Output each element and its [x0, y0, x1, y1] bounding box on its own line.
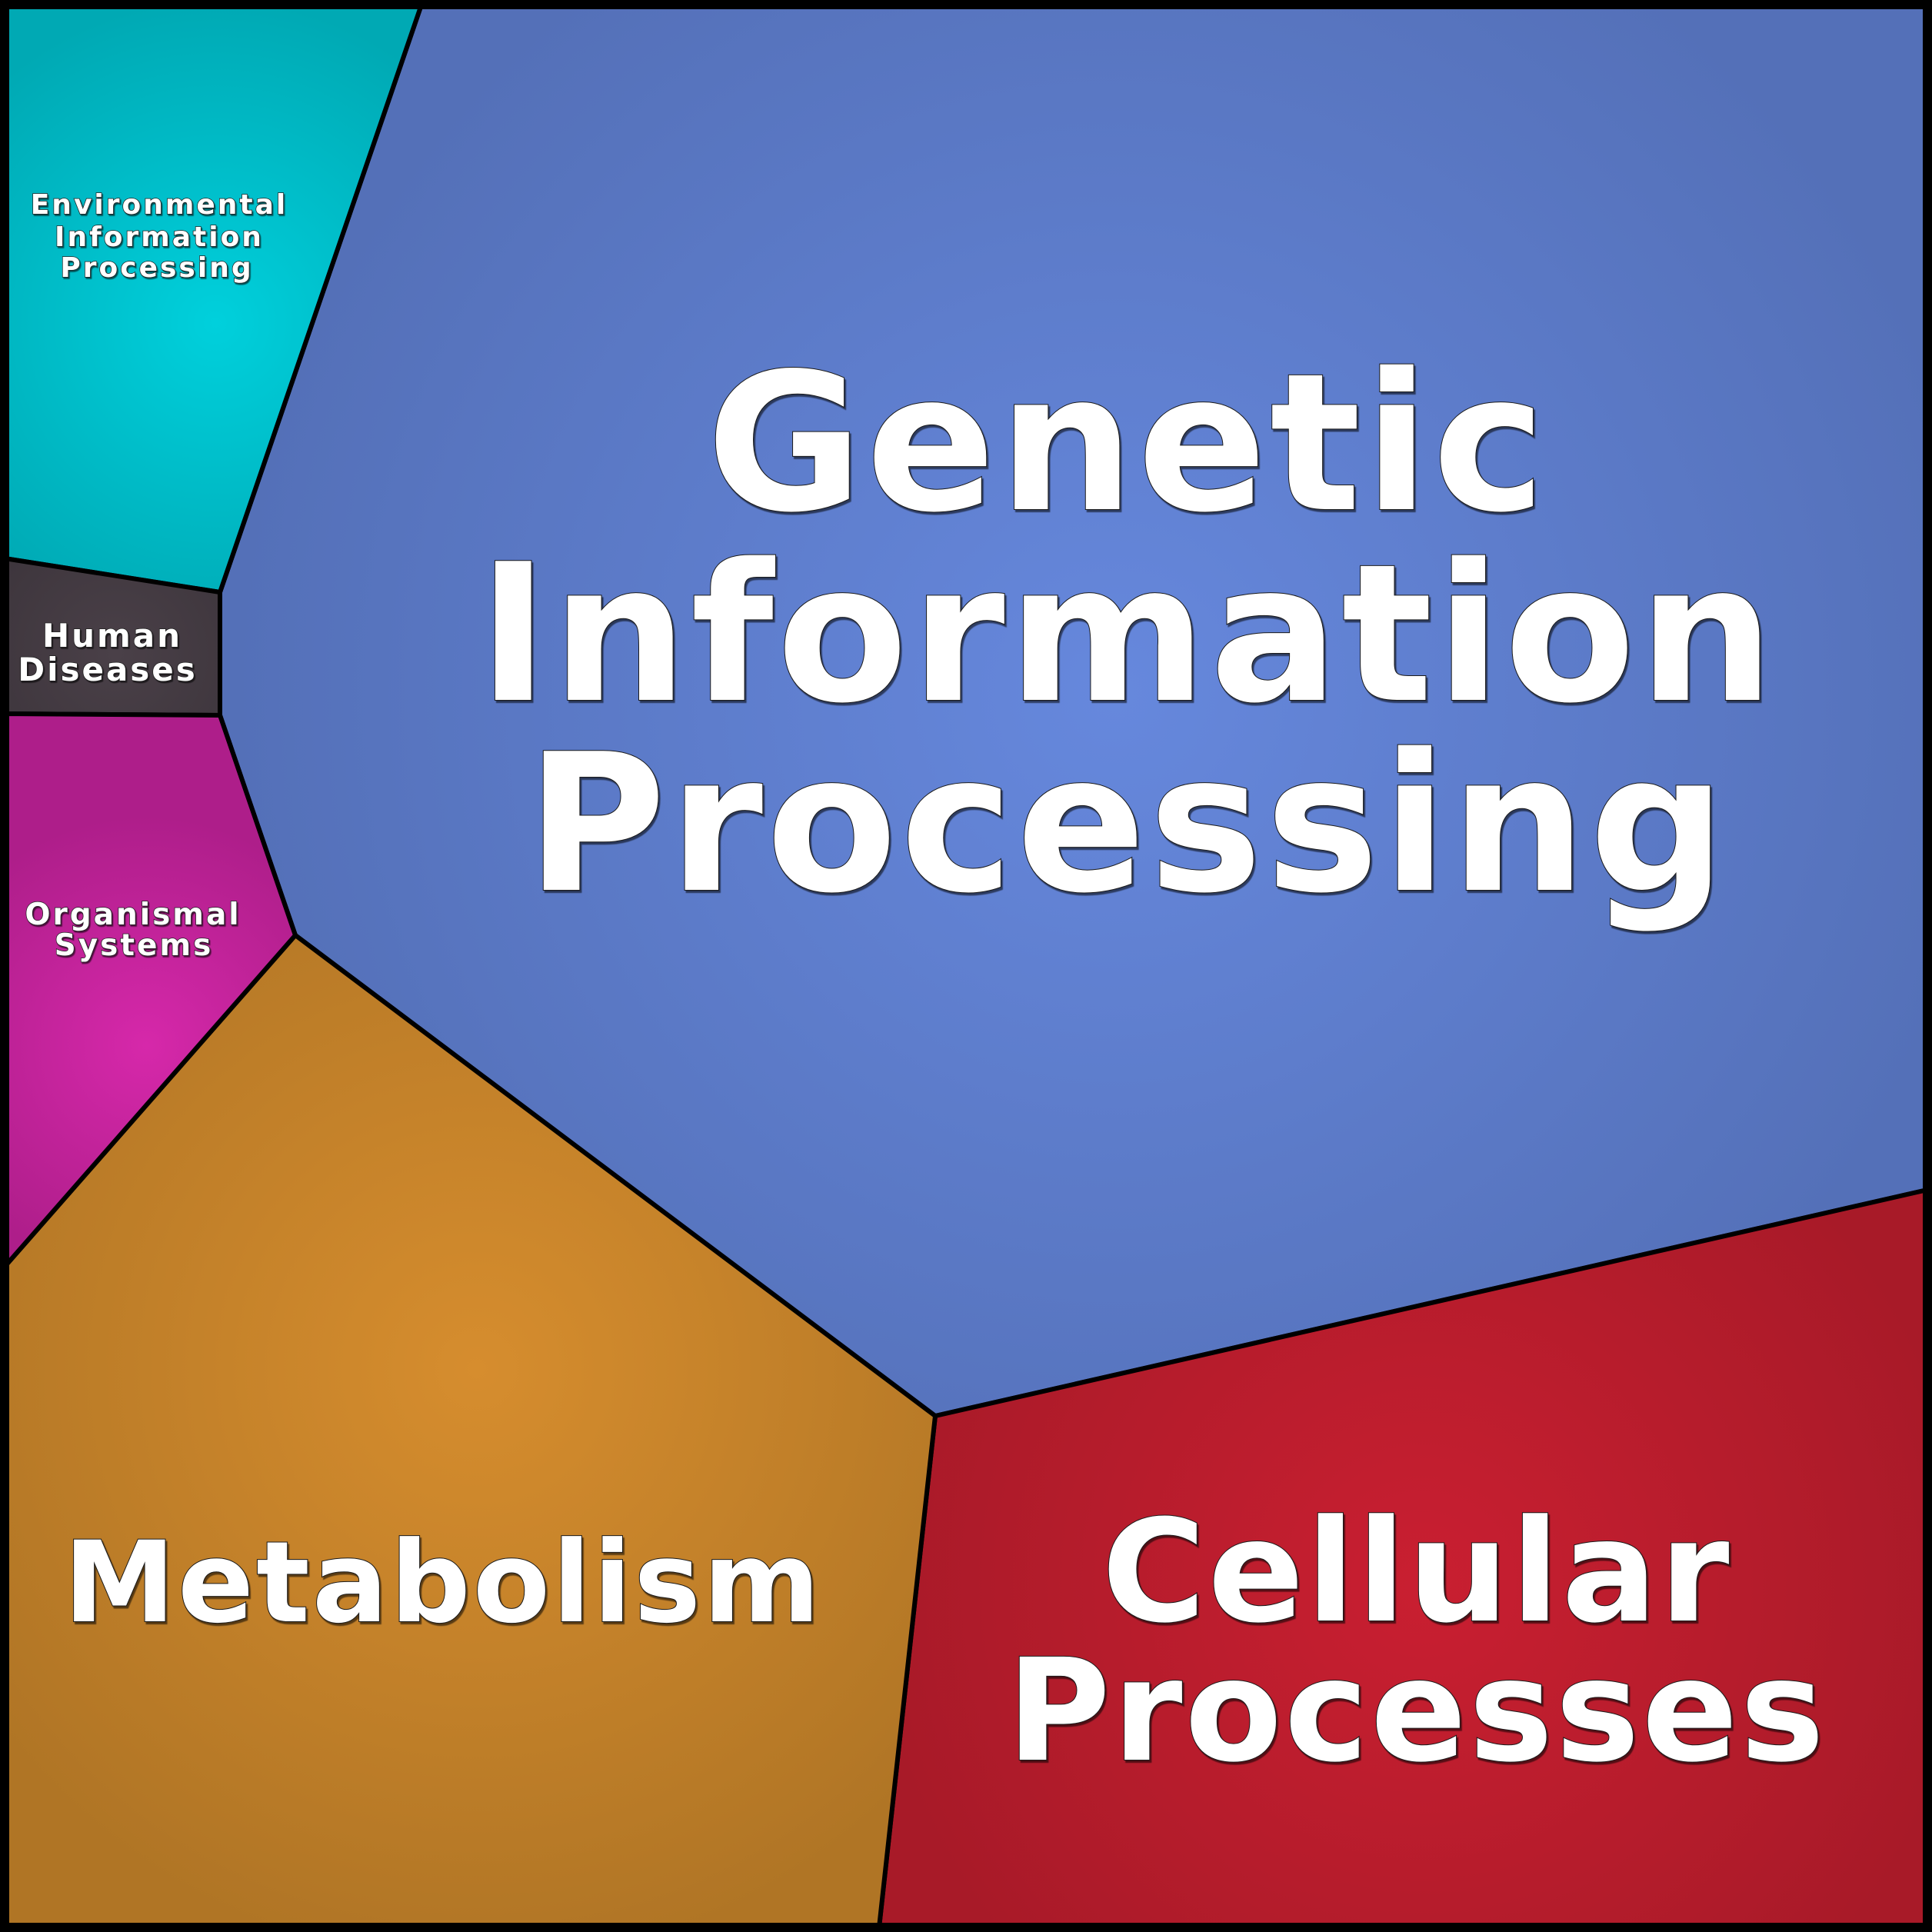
label-genetic-information-processing: Genetic Information Processing: [477, 332, 1777, 936]
label-metabolism: Metabolism: [63, 1517, 823, 1649]
label-line: Information: [55, 222, 264, 253]
label-line: Human: [42, 617, 182, 655]
label-line: Environmental: [31, 189, 288, 221]
label-line: Genetic: [706, 333, 1548, 555]
label-environmental-information-processing: Environmental Information Processing: [30, 188, 288, 285]
label-line: Systems: [55, 928, 214, 963]
label-line: Cellular: [1102, 1490, 1732, 1654]
label-line: Processing: [60, 252, 253, 284]
label-line: Diseases: [18, 651, 198, 688]
label-line: Processing: [526, 714, 1729, 935]
label-organismal-systems: Organismal Systems: [25, 897, 241, 964]
label-human-diseases: Human Diseases: [17, 616, 198, 689]
label-cellular-processes: Cellular Processes: [1006, 1489, 1827, 1794]
label-line: Information: [478, 524, 1777, 745]
label-line: Organismal: [25, 898, 241, 932]
label-line: Metabolism: [64, 1517, 823, 1648]
label-line: Processes: [1007, 1629, 1827, 1794]
